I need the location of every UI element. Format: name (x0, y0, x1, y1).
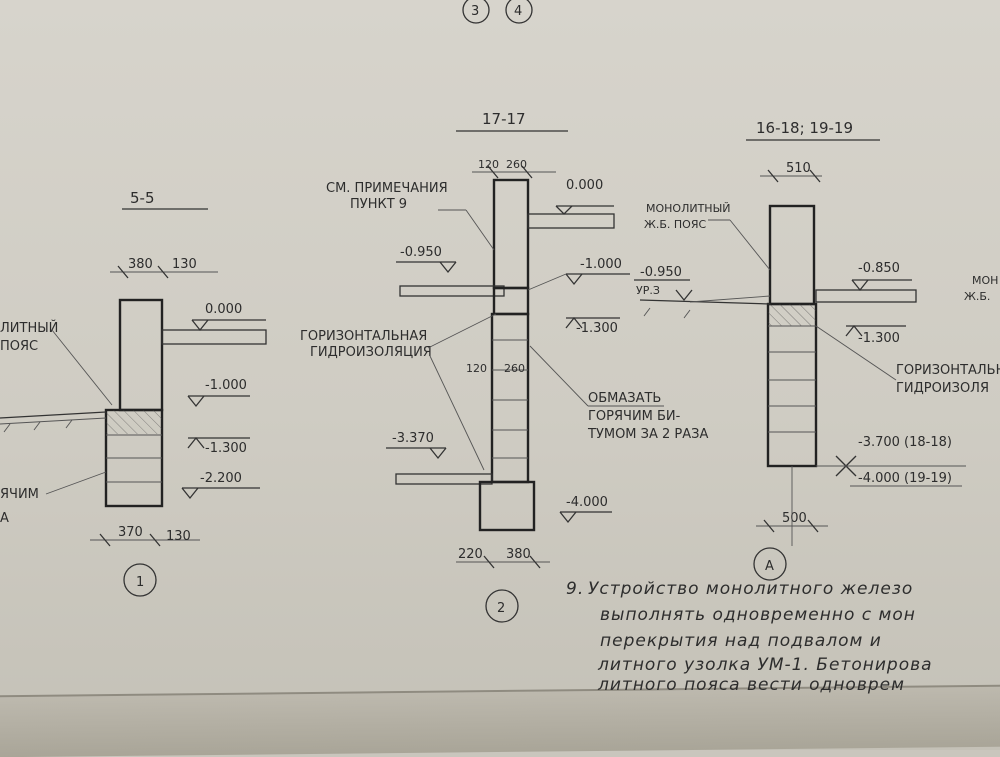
level-a: -3.700 (18-18) (858, 435, 952, 450)
level-17-0-000: 0.000 (566, 178, 603, 193)
dim-380: 380 (128, 257, 153, 272)
level-minus-1-300: -1.300 (205, 441, 247, 456)
label-hydro-16b: ГИДРОИЗОЛЯ (896, 381, 989, 396)
note-line1: Устройство монолитного железо (588, 579, 913, 599)
level-17-minus-3-370: -3.370 (392, 431, 434, 446)
edge-jb: Ж.Б. (964, 290, 990, 303)
level-b: -4.000 (19-19) (858, 471, 952, 486)
level-minus-2-200: -2.200 (200, 471, 242, 486)
top-circles: 3 4 (462, 0, 533, 24)
label-hydro-17b: ГИДРОИЗОЛЯЦИЯ (310, 345, 432, 360)
dim-mid-260: 260 (504, 362, 525, 375)
label-hydro-17: ГОРИЗОНТАЛЬНАЯ (300, 329, 427, 344)
edge-mon: МОН (972, 274, 998, 287)
circle-2: 2 (497, 601, 505, 616)
level-16-minus-1-300: -1.300 (858, 331, 900, 346)
note-num: 9. (566, 579, 584, 599)
note-line4: литного узолка УМ-1. Бетонирова (597, 655, 933, 675)
label-belt2: Ж.Б. ПОЯС (644, 218, 706, 231)
circle-1: 1 (136, 575, 144, 590)
label-belt-top2: ПОЯС (0, 339, 38, 354)
level-16-minus-0-850: -0.850 (858, 261, 900, 276)
label-belt: МОНОЛИТНЫЙ (646, 202, 731, 215)
dim-130-bottom: 130 (166, 529, 191, 544)
dim-130: 130 (172, 257, 197, 272)
level-minus-1-000: -1.000 (205, 378, 247, 393)
note-line3: перекрытия над подвалом и (600, 631, 882, 651)
section-16-18: 16-18; 19-19 510 -0.850 -0.950 УР.З (634, 119, 1000, 581)
dim-120: 120 (478, 158, 499, 171)
label-coat: ОБМАЗАТЬ (588, 391, 661, 406)
label-hydro-16: ГОРИЗОНТАЛЬН (896, 363, 1000, 378)
dim-260: 260 (506, 158, 527, 171)
note-line5: литного пояса вести одноврем (597, 675, 905, 695)
section-5-5: 5-5 380 130 0.000 -1.000 -1.3 (0, 189, 267, 597)
level-0-000: 0.000 (205, 302, 242, 317)
section-17-17: 17-17 120 260 0.000 -0.950 -1.000 -1.300 (300, 110, 708, 623)
section-5-title: 5-5 (130, 189, 155, 207)
section-17-title: 17-17 (482, 110, 526, 128)
dim-500: 500 (782, 511, 807, 526)
section-16-title: 16-18; 19-19 (756, 119, 853, 137)
label-belt-top: ЛИТНЫЙ (0, 320, 58, 336)
notes-block: 9. Устройство монолитного железо выполня… (566, 579, 933, 695)
right-edge: МОН Ж.Б. (964, 274, 998, 303)
label-coat3: ТУМОМ ЗА 2 РАЗА (587, 427, 708, 442)
note-line2: выполнять одновременно с мон (600, 605, 916, 625)
circle-A: А (765, 559, 774, 574)
level-16-minus-0-950: -0.950 (640, 265, 682, 280)
dim-380: 380 (506, 547, 531, 562)
note-ref: СМ. ПРИМЕЧАНИЯ (326, 181, 448, 196)
circle-3: 3 (471, 4, 479, 19)
label-bottom: ЯЧИМ (0, 487, 39, 502)
dim-370: 370 (118, 525, 143, 540)
label-bottom2: А (0, 511, 9, 526)
level-17-minus-0-950: -0.950 (400, 245, 442, 260)
level-17-minus-1-300: -1.300 (576, 321, 618, 336)
dim-220: 220 (458, 547, 483, 562)
dim-510: 510 (786, 161, 811, 176)
level-note: УР.З (636, 284, 660, 297)
circle-4: 4 (514, 4, 522, 19)
level-17-minus-1-000: -1.000 (580, 257, 622, 272)
label-coat2: ГОРЯЧИМ БИ- (588, 409, 681, 424)
level-17-minus-4-000: -4.000 (566, 495, 608, 510)
note-ref2: ПУНКТ 9 (350, 197, 407, 212)
dim-mid-120: 120 (466, 362, 487, 375)
